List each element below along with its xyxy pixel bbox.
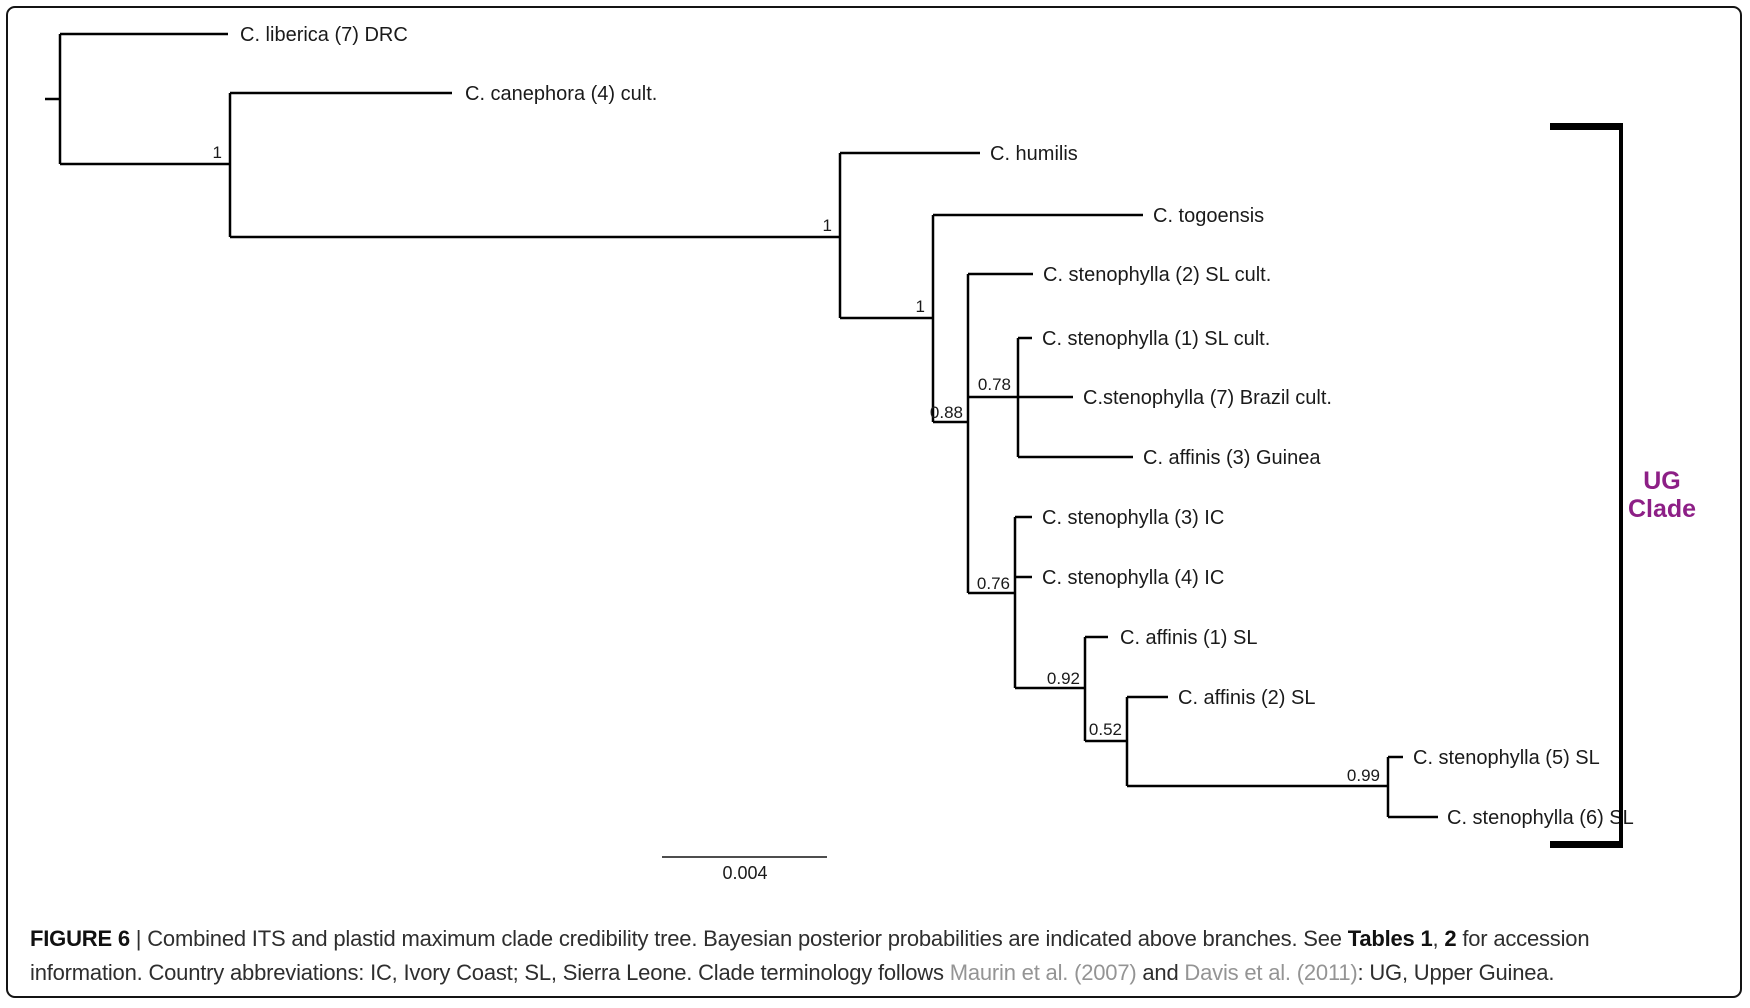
posterior-label: 0.76 xyxy=(977,574,1010,593)
caption-line: information. Country abbreviations: IC, … xyxy=(30,956,1722,990)
posterior-label: 0.92 xyxy=(1047,669,1080,688)
tip-label: C. stenophylla (5) SL xyxy=(1413,747,1600,769)
caption-text: information. Country abbreviations: IC, … xyxy=(30,960,950,985)
posterior-label: 0.88 xyxy=(930,403,963,422)
tip-label: C. stenophylla (1) SL cult. xyxy=(1042,328,1270,350)
citation-link[interactable]: Maurin et al. (2007) xyxy=(949,960,1137,985)
tip-label: C. stenophylla (6) SL xyxy=(1447,807,1634,829)
caption-text: , xyxy=(1432,926,1445,951)
ug-clade-label-line2: Clade xyxy=(1628,495,1696,523)
posterior-label: 1 xyxy=(823,216,832,235)
posterior-label: 0.78 xyxy=(978,375,1011,394)
tip-label: C. stenophylla (2) SL cult. xyxy=(1043,264,1271,286)
tip-label: C. canephora (4) cult. xyxy=(465,83,657,105)
posterior-label: 1 xyxy=(916,297,925,316)
tip-label: C.stenophylla (7) Brazil cult. xyxy=(1083,387,1332,409)
posterior-label: 0.52 xyxy=(1089,720,1122,739)
tip-label: C. stenophylla (4) IC xyxy=(1042,567,1224,589)
ug-clade-bracket-bottom-bar xyxy=(1550,841,1623,848)
caption-text: 2 xyxy=(1444,926,1457,951)
tip-label: C. stenophylla (3) IC xyxy=(1042,507,1224,529)
caption-text: | xyxy=(129,926,148,951)
caption-text: for accession xyxy=(1456,926,1590,951)
caption-text: and xyxy=(1136,960,1185,985)
figure-caption: FIGURE 6 | Combined ITS and plastid maxi… xyxy=(30,922,1722,990)
posterior-label: 1 xyxy=(213,143,222,162)
ug-clade-label-line1: UG xyxy=(1643,467,1681,495)
tip-label: C. togoensis xyxy=(1153,205,1264,227)
scale-bar-label: 0.004 xyxy=(722,863,767,883)
tip-label: C. humilis xyxy=(990,143,1078,165)
caption-line: FIGURE 6 | Combined ITS and plastid maxi… xyxy=(30,922,1722,956)
posterior-label: 0.99 xyxy=(1347,766,1380,785)
tip-label: C. affinis (3) Guinea xyxy=(1143,447,1321,469)
caption-text: FIGURE 6 xyxy=(30,926,130,951)
ug-clade-bracket-stem xyxy=(1619,123,1623,848)
tip-label: C. affinis (2) SL xyxy=(1178,687,1315,709)
ug-clade-bracket-top-bar xyxy=(1550,123,1623,130)
caption-text: Combined ITS and plastid maximum clade c… xyxy=(147,926,1348,951)
tip-label: C. affinis (1) SL xyxy=(1120,627,1257,649)
caption-text: : UG, Upper Guinea. xyxy=(1357,960,1555,985)
tip-label: C. liberica (7) DRC xyxy=(240,24,408,46)
citation-link[interactable]: Davis et al. (2011) xyxy=(1184,960,1358,985)
caption-text: Tables 1 xyxy=(1347,926,1433,951)
